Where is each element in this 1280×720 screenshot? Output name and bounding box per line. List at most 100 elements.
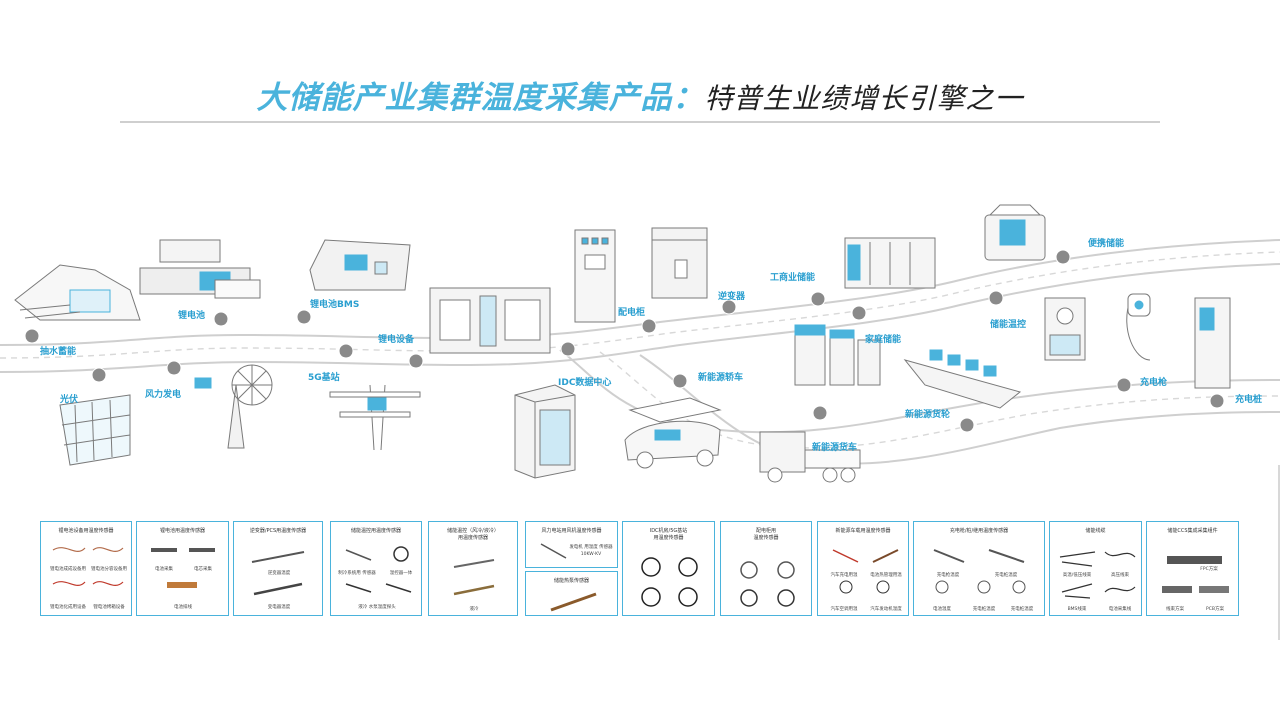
label-li-bms: 锂电池BMS xyxy=(310,300,360,310)
pin-5g xyxy=(338,343,354,359)
label-charger-pile: 充电桩 xyxy=(1235,395,1263,405)
caption: 汽车空调用温 xyxy=(830,607,858,612)
li-equipment-illustration xyxy=(429,287,551,354)
caption: 锂电池化成用设备 xyxy=(50,605,86,610)
charger-gun-illustration xyxy=(1126,293,1151,361)
panel-title: 逆变器/PCS用温度传感器 xyxy=(249,528,307,534)
caption: 高温/低压线束 xyxy=(1062,573,1092,578)
pin-storage-temp xyxy=(988,290,1004,306)
caption: 充电桩温度 xyxy=(994,573,1018,578)
label-storage-temp: 储能温控 xyxy=(990,320,1027,330)
label-nev-truck: 新能源货车 xyxy=(812,443,858,453)
panel-ccs-module: 储能CCS集成采集组件 FPC方案 线束方案 PCB方案 xyxy=(1146,521,1239,616)
panel-storage-cable: 储能线缆 高温/低压线束 高压线束 BMS线束 电池采集线 xyxy=(1049,521,1142,616)
idc-datacenter-illustration xyxy=(514,384,576,479)
product-images xyxy=(151,548,215,588)
panel-title: 锂电池用温度传感器 xyxy=(159,528,205,534)
caption: 变电器温度 xyxy=(267,605,291,610)
pin-nev-ship xyxy=(959,417,975,433)
caption: 电池采集 xyxy=(155,567,173,572)
panel-title: 充电枪/桩/继用温度传感器 xyxy=(949,528,1009,534)
panel-storage-temp-sensors: 储能温控用温度传感器 制冷系统用 传感器 温控器一体 液冷 水泵温度探头 xyxy=(330,521,422,616)
product-images xyxy=(453,559,495,596)
pin-pumped-storage xyxy=(24,328,40,344)
pin-wind xyxy=(166,360,182,376)
label-ci-storage: 工商业储能 xyxy=(770,273,816,283)
panel-title: 新能源车载用温度传感器 xyxy=(835,528,891,534)
label-pv: 光伏 xyxy=(60,395,79,405)
pin-ci-storage xyxy=(810,291,826,307)
product-images xyxy=(832,549,899,594)
pin-inverter xyxy=(721,299,737,315)
panel-heat-pump-sensors: 储能热泵传感器 xyxy=(525,571,618,616)
caption: 电池采集线 xyxy=(1108,607,1132,612)
panel-title: 锂电池设备用温度传感器 xyxy=(58,528,114,534)
road-center-lines xyxy=(0,251,1280,449)
pumped-storage-illustration xyxy=(14,264,141,321)
caption: FPC方案 xyxy=(1200,567,1218,572)
charger-pile-illustration xyxy=(1194,297,1231,389)
caption: 线束方案 xyxy=(1166,607,1184,612)
wind-turbine-illustration xyxy=(194,364,273,449)
label-nev-ship: 新能源货轮 xyxy=(905,410,951,420)
panel-li-battery-sensors: 锂电池用温度传感器 电池采集 电芯采集 电池排线 xyxy=(136,521,229,616)
pin-li-bms xyxy=(296,309,312,325)
label-inverter: 逆变器 xyxy=(718,292,746,302)
bms-board-illustration xyxy=(309,239,411,291)
distribution-cabinet-illustration xyxy=(574,229,616,323)
caption: 充电桩温度 xyxy=(972,607,996,612)
panel-idc-sensors: IDC机房/5G基站 用温度传感器 xyxy=(622,521,715,616)
caption: 电池排线 xyxy=(174,605,192,610)
caption: 制冷系统用 传感器 xyxy=(338,571,376,576)
label-li-battery: 锂电池 xyxy=(178,311,206,321)
pin-home-storage xyxy=(851,305,867,321)
caption: 温控器一体 xyxy=(389,571,413,576)
pin-pv xyxy=(91,367,107,383)
caption: 汽车发动机温度 xyxy=(870,607,902,612)
pin-li-equipment xyxy=(408,353,424,369)
page-title: 大储能产业集群温度采集产品：特普生业绩增长引擎之一 xyxy=(0,72,1280,117)
caption: 锂电池烤箱设备 xyxy=(93,605,125,610)
caption: 充电枪温度 xyxy=(936,573,960,578)
nev-car-illustration xyxy=(624,397,722,469)
nev-ship-illustration xyxy=(903,349,1022,409)
pin-idc xyxy=(560,341,576,357)
roads xyxy=(0,239,1280,465)
product-images xyxy=(1059,551,1136,599)
caption: 发电机 用温度 传感器 xyxy=(569,545,613,550)
caption: 10KW·KV xyxy=(580,552,602,557)
battery-illustration xyxy=(139,239,261,299)
panel-title: 储能热泵传感器 xyxy=(553,578,589,584)
label-idc: IDC数据中心 xyxy=(558,378,612,388)
inverter-illustration xyxy=(651,227,708,299)
pin-charger-gun xyxy=(1116,377,1132,393)
panel-title: IDC机房/5G基站 用温度传感器 xyxy=(649,528,688,541)
label-portable: 便携储能 xyxy=(1088,239,1125,249)
caption: 液冷 水泵温度探头 xyxy=(358,605,396,610)
product-images xyxy=(540,543,567,559)
pin-li-battery xyxy=(213,311,229,327)
nev-truck-illustration xyxy=(759,431,861,483)
panel-title: 储能温控用温度传感器 xyxy=(350,528,401,534)
industry-map xyxy=(0,204,1280,483)
pv-panel-illustration xyxy=(59,394,131,466)
caption: 电池热管理用温 xyxy=(870,573,902,578)
product-images xyxy=(933,549,1026,594)
caption: PCB方案 xyxy=(1206,607,1224,612)
label-distribution: 配电柜 xyxy=(618,308,646,318)
caption: 充电桩温度 xyxy=(1010,607,1034,612)
panel-title: 储能CCS集成采集组件 xyxy=(1167,528,1218,534)
panel-title: 风力电站用风机温度传感器 xyxy=(541,528,602,534)
caption: 锂电池分容设备用 xyxy=(91,567,127,572)
panel-title: 储能线缆 xyxy=(1085,528,1106,534)
label-5g: 5G基站 xyxy=(308,373,340,383)
caption: BMS线束 xyxy=(1067,607,1087,612)
label-li-equipment: 锂电设备 xyxy=(378,335,415,345)
product-images xyxy=(1162,556,1229,593)
panel-nev-sensors: 新能源车载用温度传感器 汽车充电用温 电池热管理用温 汽车空调用温 汽车发动机温… xyxy=(817,521,909,616)
portable-storage-illustration xyxy=(984,204,1046,261)
location-pins xyxy=(24,249,1225,433)
pin-charger-pile xyxy=(1209,393,1225,409)
product-images xyxy=(345,546,412,593)
caption: 电池温度 xyxy=(933,607,951,612)
